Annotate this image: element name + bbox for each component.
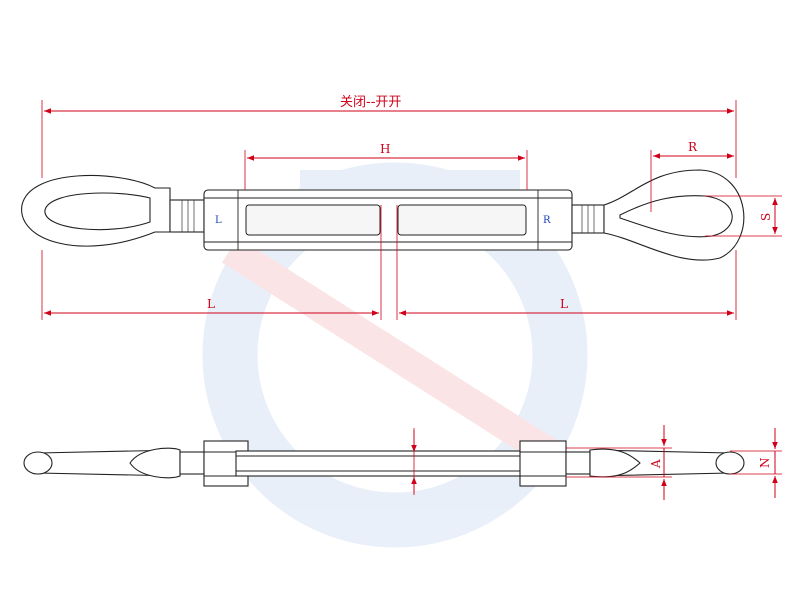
right-l-dimension [396, 205, 737, 320]
side-right-hex [519, 440, 567, 487]
r-dimension [650, 150, 734, 212]
n-dimension [730, 428, 782, 498]
overall-dimension [41, 100, 737, 178]
left-eye [21, 175, 171, 247]
side-left-stud [179, 451, 205, 475]
h-label: H [380, 142, 390, 156]
right-eye [603, 169, 745, 261]
left-l-label: L [207, 297, 215, 311]
r-label: R [688, 140, 698, 154]
s-label: S [759, 213, 773, 221]
side-body [235, 450, 529, 477]
a-label: A [649, 459, 663, 469]
a-dimension [566, 425, 672, 500]
overall-label: 关闭--开开 [340, 95, 401, 110]
right-l-label: L [560, 297, 568, 311]
turnbuckle-body [203, 189, 573, 251]
s-dimension [705, 195, 782, 237]
right-thread-mark: R [543, 215, 551, 226]
h-dimension [244, 150, 528, 190]
side-right-stud [565, 451, 591, 475]
side-right-rod [589, 448, 745, 478]
left-thread-mark: L [215, 215, 222, 226]
left-stud [169, 199, 205, 233]
n-label: N [758, 458, 772, 469]
left-l-dimension [41, 205, 382, 320]
side-left-rod [23, 447, 181, 479]
side-view: A N [23, 425, 782, 500]
right-stud [571, 204, 605, 234]
top-view: L R 关闭--开开 H [21, 95, 782, 320]
